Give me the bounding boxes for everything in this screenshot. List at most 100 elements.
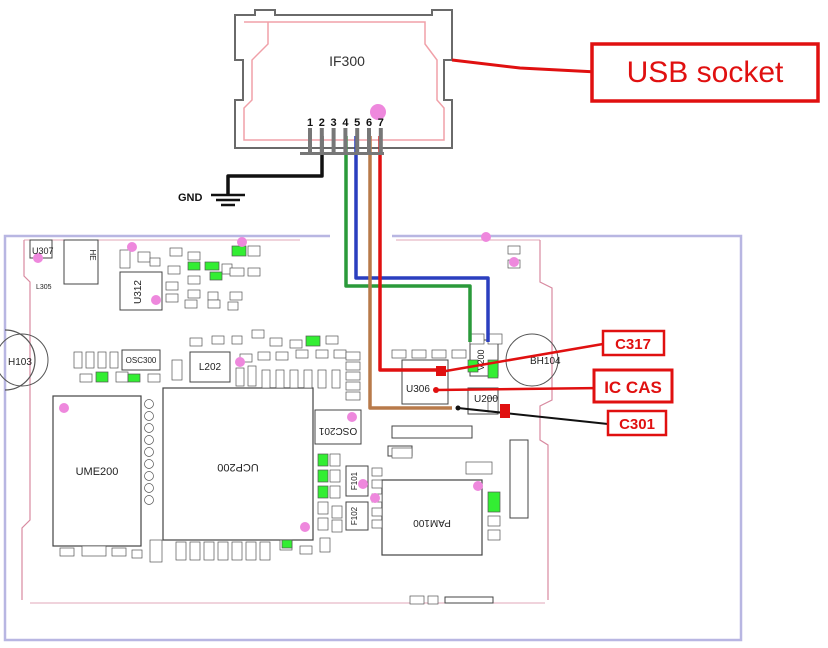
smd-component [295, 349, 309, 359]
callout-ic-text: IC CAS [604, 378, 662, 397]
marker-c301 [455, 405, 461, 411]
smd-component [187, 251, 201, 261]
callout-usb-text: USB socket [627, 56, 784, 89]
smd-component [189, 337, 203, 347]
smd-component [231, 335, 243, 345]
callout-c317-text: C317 [615, 336, 651, 353]
designator-v200: V200 [476, 349, 486, 370]
wires [226, 136, 490, 410]
smd-component [487, 515, 501, 527]
smd-component [59, 547, 75, 557]
pin-number: 3 [331, 117, 337, 129]
smd-component [171, 359, 183, 381]
smd-component [79, 373, 93, 383]
marker-c317 [436, 366, 446, 376]
designator-h103: H103 [8, 357, 32, 368]
smd-component [137, 251, 151, 263]
smd-component [371, 507, 383, 517]
smd-component [317, 501, 329, 515]
smd-component [149, 539, 163, 563]
pin1-marker-dot [509, 257, 519, 267]
smd-component [165, 281, 179, 291]
smd-component [329, 453, 341, 467]
chip-strip-top [391, 425, 473, 439]
chip-pam100 [381, 479, 483, 556]
smd-component [317, 453, 329, 467]
chip-bottom-right [444, 596, 494, 604]
smd-component [487, 359, 499, 379]
connector-pin-base [300, 152, 384, 155]
smd-component [317, 485, 329, 499]
pin-number: 4 [342, 117, 349, 129]
wire-green [344, 136, 472, 342]
designator-u312: U312 [133, 280, 144, 304]
connector-pin-3 [331, 128, 336, 154]
smd-component [127, 373, 141, 383]
designator-u200: U200 [474, 394, 498, 405]
chip-osc300 [121, 349, 161, 371]
pin1-marker-dot [59, 403, 69, 413]
smd-component [203, 541, 215, 561]
callout-usb-box [590, 42, 820, 103]
board-shield-right [539, 240, 553, 600]
smd-component [231, 541, 243, 561]
smd-component [305, 335, 321, 347]
smd-component [235, 367, 245, 387]
mount-hole-left [4, 329, 36, 391]
smd-component [275, 369, 285, 389]
chip-he [63, 239, 99, 285]
smd-component [289, 339, 303, 349]
smd-component [81, 545, 107, 557]
connector-dot [370, 104, 386, 120]
smd-component [259, 541, 271, 561]
designator-l202: L202 [199, 362, 222, 373]
smd-component [371, 519, 383, 529]
smd-component [131, 549, 143, 559]
smd-component [227, 301, 239, 311]
designator-he: HE [88, 249, 97, 260]
callout-c317-box [601, 329, 666, 357]
smd-component [251, 329, 265, 339]
smd-component [209, 271, 223, 281]
designator-osc201: OSC201 [318, 425, 357, 436]
smd-component [345, 351, 361, 361]
smd-component [317, 469, 329, 483]
smd-component [487, 529, 501, 541]
smd-component [329, 469, 341, 483]
smd-component [229, 267, 245, 277]
designator-u306: U306 [406, 384, 430, 395]
smd-component [345, 391, 361, 401]
pin1-marker-dot [370, 493, 380, 503]
capacitor [144, 435, 154, 445]
smd-component [391, 349, 407, 359]
callout-ic-box [592, 368, 674, 404]
ground-symbol [211, 193, 245, 207]
smd-component [111, 547, 127, 557]
smd-component [371, 467, 383, 477]
smd-component [281, 539, 293, 549]
marker-ic [433, 387, 439, 393]
smd-component [331, 519, 343, 533]
smd-component [175, 541, 187, 561]
capacitor [144, 495, 154, 505]
smd-component [169, 247, 183, 257]
smd-component [167, 265, 181, 275]
smd-component [299, 545, 313, 555]
callout-c301: C301 [455, 404, 668, 437]
smd-component [317, 369, 327, 389]
smd-component [469, 333, 485, 345]
pin1-marker-dot [347, 412, 357, 422]
smd-component [411, 349, 427, 359]
smd-component [319, 537, 331, 553]
designator-f101: F101 [350, 471, 359, 490]
smd-component [409, 595, 425, 605]
mount-hole-left-ring [0, 333, 49, 387]
smd-component [487, 333, 503, 345]
smd-component [73, 351, 83, 369]
pin-number: 2 [319, 117, 325, 129]
callout-c301-box [606, 409, 668, 437]
smd-component [507, 245, 521, 255]
smd-component [325, 335, 339, 345]
wire-brown [368, 136, 452, 410]
